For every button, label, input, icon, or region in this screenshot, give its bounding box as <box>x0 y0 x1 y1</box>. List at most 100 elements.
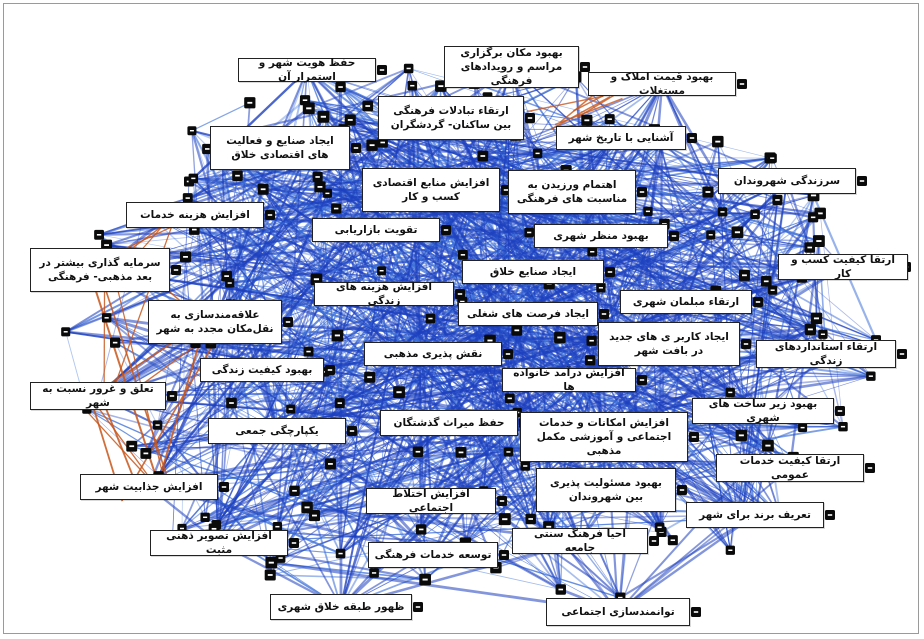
network-node <box>182 193 193 204</box>
network-node <box>520 461 530 471</box>
network-edge <box>554 97 623 126</box>
network-edge <box>222 164 570 381</box>
network-node <box>457 249 468 260</box>
node-label-n34: تعریف برند برای شهر <box>686 502 824 528</box>
network-edge <box>270 574 426 581</box>
network-node <box>532 148 543 159</box>
network-node <box>604 114 615 125</box>
network-node <box>317 110 330 123</box>
network-node <box>403 63 414 74</box>
node-label-n27: حفظ میراث گذشتگان <box>380 410 518 436</box>
node-label-n24: افزایش درآمد خانواده ها <box>502 367 636 393</box>
node-label-n37: توسعه خدمات فرهنگی <box>368 542 498 568</box>
network-edge <box>156 323 206 486</box>
network-node <box>331 203 342 214</box>
network-node <box>289 485 300 497</box>
network-edge <box>194 214 271 576</box>
network-node <box>61 327 71 337</box>
network-node <box>101 239 113 251</box>
node-label-n32: بهبود مسئولیت پذیری بین شهروندان <box>536 468 676 512</box>
network-edge <box>187 197 605 438</box>
node-label-n26: بهبود زیر ساخت های شهری <box>692 398 834 424</box>
network-node <box>435 80 447 92</box>
network-node <box>94 229 104 240</box>
network-node <box>265 556 278 569</box>
node-label-n15: ارتقا کیفیت کسب و کار <box>778 254 908 280</box>
network-node <box>725 387 735 398</box>
node-label-n14: ایجاد صنایع خلاق <box>462 260 604 284</box>
network-node <box>308 509 321 522</box>
network-node <box>554 331 566 344</box>
network-node <box>498 513 511 526</box>
network-node <box>689 432 699 442</box>
network-node <box>171 265 181 275</box>
network-edge <box>308 67 409 110</box>
network-node <box>200 512 210 522</box>
network-node <box>344 114 356 126</box>
network-node <box>586 335 597 346</box>
network-node <box>110 337 121 348</box>
node-label-n10: افزایش هزینه خدمات <box>126 202 264 228</box>
node-label-n8: اهتمام ورزیدن به مناسبت های فرهنگی <box>508 170 636 214</box>
network-node <box>524 227 534 238</box>
node-label-n22: نقش پذیری مذهبی <box>364 342 502 366</box>
network-node <box>735 429 748 442</box>
network-node <box>455 289 465 299</box>
network-node <box>712 135 724 148</box>
network-node <box>555 584 566 595</box>
node-label-n16: افزایش هزینه های زندگی <box>314 281 454 307</box>
network-edge <box>537 152 820 243</box>
network-node <box>637 375 647 385</box>
network-node <box>897 349 907 359</box>
node-label-n33: افزایش اختلاط اجتماعی <box>366 488 496 514</box>
network-edge <box>349 68 410 121</box>
network-edge <box>276 229 377 527</box>
network-node <box>599 309 609 319</box>
network-node <box>772 194 783 205</box>
network-node <box>525 113 535 123</box>
network-node <box>264 569 276 581</box>
node-label-n35: افزایش تصویر ذهنی مثبت <box>150 530 288 556</box>
network-node <box>364 371 376 383</box>
network-node <box>412 446 424 457</box>
network-node <box>812 235 825 247</box>
network-edge <box>526 95 604 113</box>
node-label-n21: ارتقاء استانداردهای زندگی <box>756 340 896 368</box>
node-label-n23: بهبود کیفیت زندگی <box>200 358 324 382</box>
network-node <box>325 365 335 375</box>
network-edge <box>375 229 529 315</box>
network-node <box>760 275 772 287</box>
network-node <box>413 602 423 612</box>
network-node <box>302 102 315 115</box>
network-node <box>669 231 679 241</box>
network-node <box>289 538 299 548</box>
node-label-n36: احیا فرهنگ سنتی جامعه <box>512 528 648 554</box>
node-label-n39: توانمندسازی اجتماعی <box>546 598 690 626</box>
network-node <box>312 171 323 183</box>
network-node <box>596 283 606 293</box>
network-edge <box>121 326 224 501</box>
network-edge <box>205 514 315 518</box>
network-edge <box>194 342 342 608</box>
node-label-n11: تقویت بازاریابی <box>312 218 440 242</box>
network-edge <box>261 369 466 544</box>
network-node <box>857 176 867 186</box>
network-edge <box>277 208 337 433</box>
node-label-n13: سرمایه گذاری بیشتر در بعد مذهبی- فرهنگی <box>30 248 170 292</box>
network-node <box>706 230 716 240</box>
network-node <box>314 181 326 193</box>
network-node <box>377 266 387 276</box>
network-edge <box>86 408 159 477</box>
network-node <box>369 568 379 578</box>
network-node <box>808 212 819 223</box>
network-node <box>691 607 701 617</box>
network-node <box>303 346 314 357</box>
network-edge <box>236 175 434 355</box>
node-label-n19: ایجاد فرصت های شغلی <box>458 302 598 326</box>
network-edge <box>191 102 251 132</box>
network-node <box>335 81 346 93</box>
network-node <box>637 187 647 197</box>
network-node <box>179 251 192 263</box>
network-edge <box>262 188 562 591</box>
network-node <box>865 463 875 473</box>
